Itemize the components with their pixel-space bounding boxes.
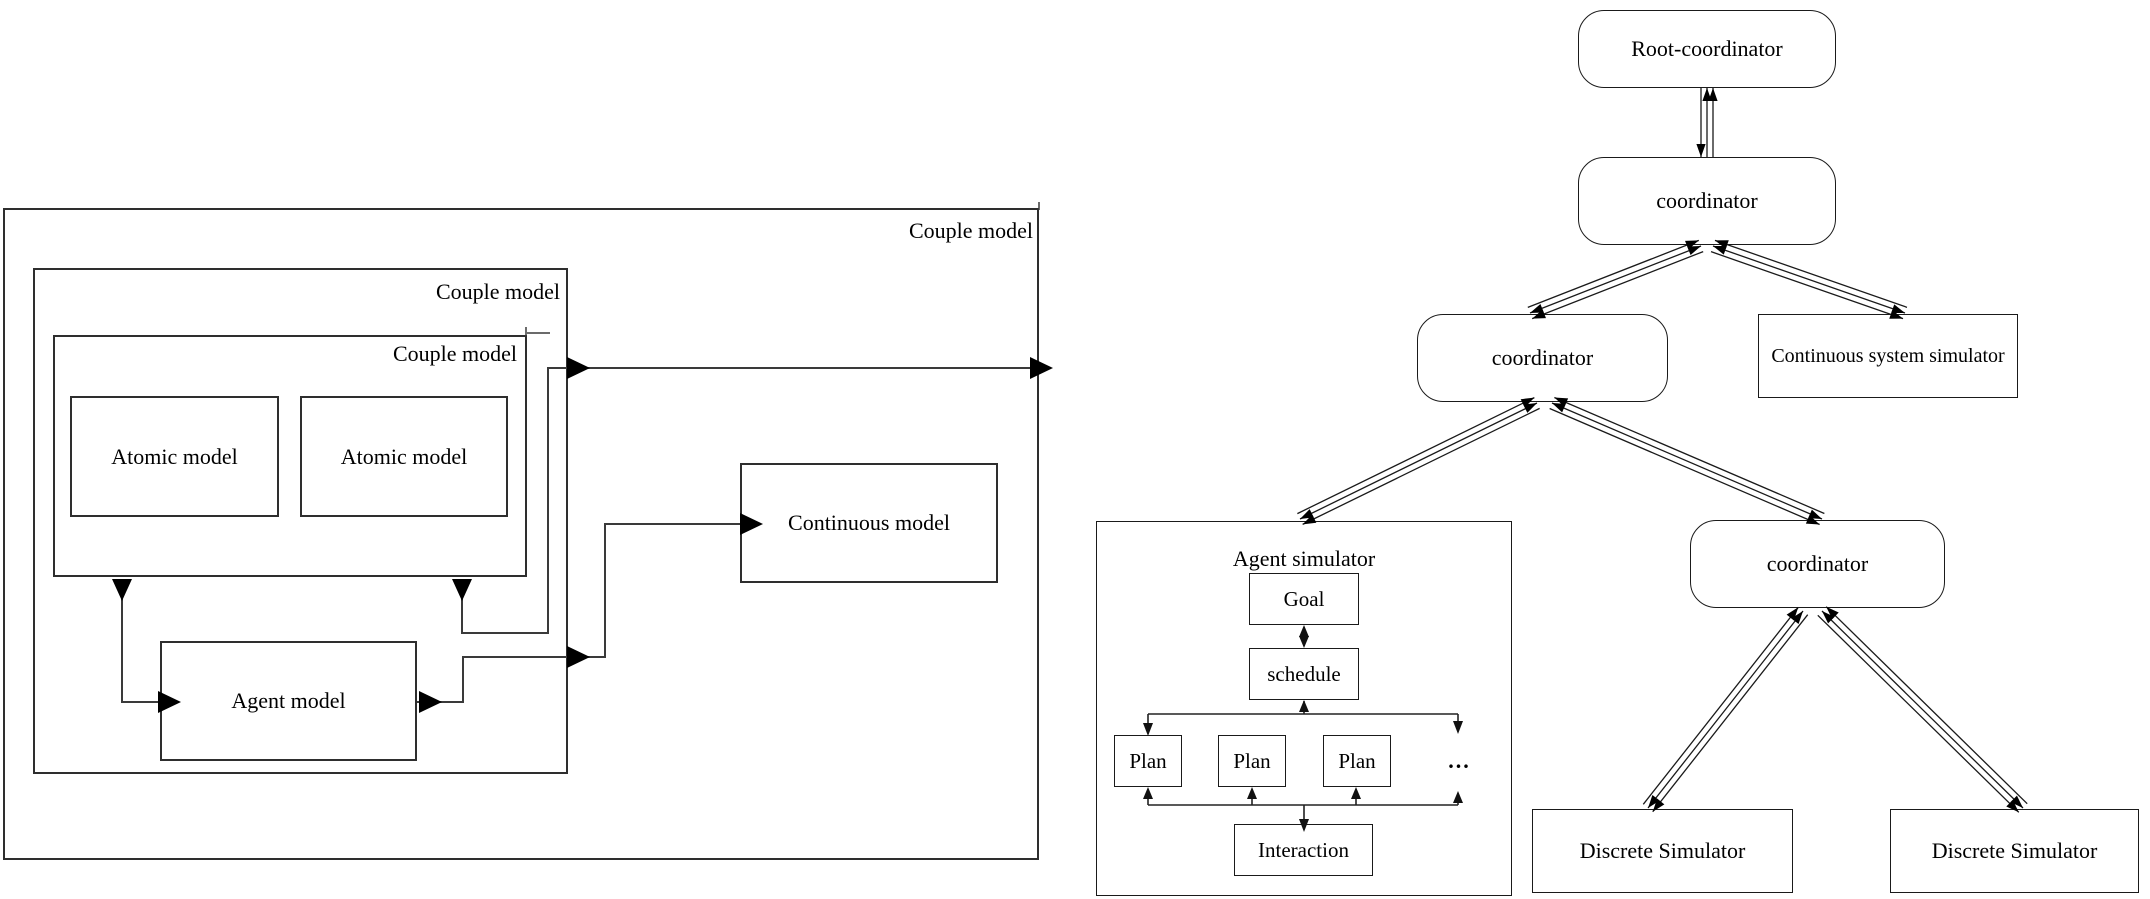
schedule-box: schedule: [1249, 648, 1359, 700]
atomic-model-label-2: Atomic model: [340, 443, 468, 469]
root-coordinator-label: Root-coordinator: [1631, 36, 1783, 61]
atomic-model-box-2: Atomic model: [300, 396, 508, 517]
discrete-simulator-label-2: Discrete Simulator: [1931, 838, 2098, 863]
interaction-label: Interaction: [1258, 837, 1349, 862]
agent-model-box: Agent model: [160, 641, 417, 761]
plan-label-3: Plan: [1338, 748, 1376, 773]
coordinator-l2-label: coordinator: [1656, 188, 1758, 213]
plan-box-2: Plan: [1218, 735, 1286, 787]
continuous-system-simulator-label: Continuous system simulator: [1771, 344, 2005, 367]
plan-label-1: Plan: [1129, 748, 1167, 773]
schedule-label: schedule: [1267, 661, 1341, 686]
coordinator-l4-box: coordinator: [1690, 520, 1945, 608]
continuous-model-label: Continuous model: [788, 510, 950, 535]
plan-box-1: Plan: [1114, 735, 1182, 787]
coordinator-l4-label: coordinator: [1766, 551, 1869, 576]
atomic-model-label-1: Atomic model: [111, 443, 238, 469]
coordinator-l3-box: coordinator: [1417, 314, 1668, 402]
plan-label-2: Plan: [1233, 748, 1271, 773]
plan-box-3: Plan: [1323, 735, 1391, 787]
continuous-model-box: Continuous model: [740, 463, 998, 583]
couple-model-outer-label: Couple model: [908, 218, 1033, 243]
couple-model-inner-label: Couple model: [392, 341, 517, 366]
continuous-system-simulator-box: Continuous system simulator: [1758, 314, 2018, 398]
coordinator-l2-box: coordinator: [1578, 157, 1836, 245]
atomic-model-box-1: Atomic model: [70, 396, 279, 517]
coordinator-l3-label: coordinator: [1491, 345, 1594, 370]
interaction-box: Interaction: [1234, 824, 1373, 876]
discrete-simulator-box-1: Discrete Simulator: [1532, 809, 1793, 893]
agent-simulator-title: Agent simulator: [1232, 546, 1376, 571]
couple-model-middle-label: Couple model: [435, 279, 560, 304]
root-coordinator-box: Root-coordinator: [1578, 10, 1836, 88]
discrete-simulator-box-2: Discrete Simulator: [1890, 809, 2139, 893]
discrete-simulator-label-1: Discrete Simulator: [1579, 838, 1746, 863]
goal-box: Goal: [1249, 573, 1359, 625]
plans-ellipsis: ...: [1448, 748, 1471, 773]
agent-model-label: Agent model: [231, 688, 346, 713]
goal-label: Goal: [1283, 586, 1325, 611]
